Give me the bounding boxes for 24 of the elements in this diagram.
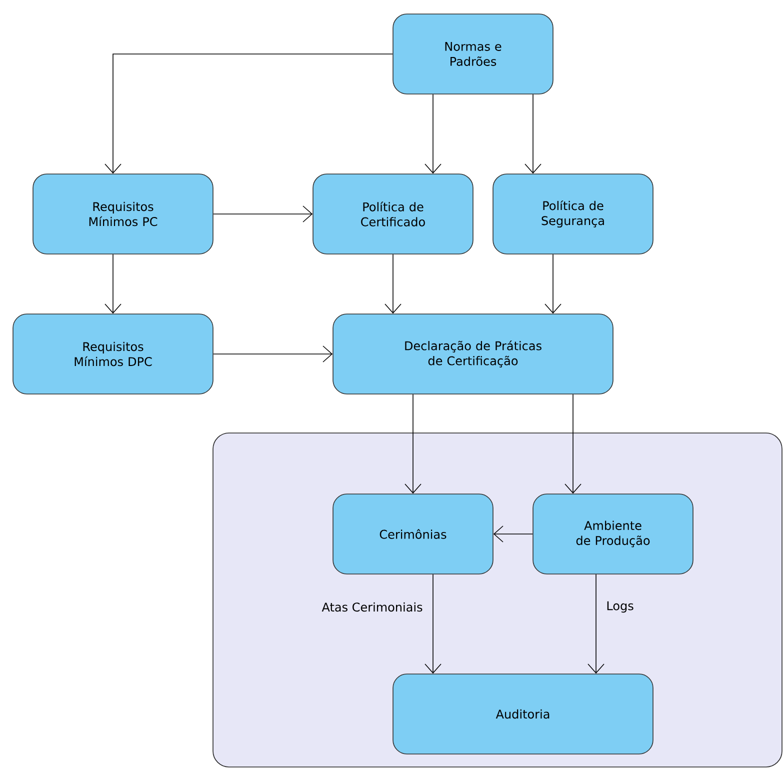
arrow bbox=[564, 394, 582, 494]
edge-label: Logs bbox=[607, 601, 634, 613]
arrow bbox=[384, 254, 402, 314]
process-box: Normas e Padrões bbox=[392, 14, 554, 94]
process-box: Declaração de Práticas de Certificação bbox=[332, 314, 614, 394]
edge-label: Atas Cerimoniais bbox=[322, 602, 422, 612]
process-box: Auditoria bbox=[392, 674, 654, 754]
process-box: Ambiente de Produção bbox=[532, 494, 694, 574]
arrow bbox=[588, 574, 604, 674]
arrow bbox=[104, 54, 393, 174]
process-box: Cerimônias bbox=[332, 494, 494, 574]
arrow bbox=[213, 346, 333, 362]
arrow bbox=[493, 526, 533, 542]
arrow bbox=[544, 254, 562, 314]
arrow bbox=[524, 94, 542, 174]
arrow bbox=[424, 94, 442, 174]
arrow bbox=[213, 206, 313, 222]
process-box: Requisitos Mínimos PC bbox=[32, 174, 214, 254]
process-box: Requisitos Mínimos DPC bbox=[12, 314, 214, 394]
arrow bbox=[424, 574, 442, 674]
arrow bbox=[404, 394, 422, 494]
process-box: Política de Certificado bbox=[312, 174, 474, 254]
process-box: Política de Segurança bbox=[492, 174, 654, 254]
arrow bbox=[104, 254, 122, 314]
